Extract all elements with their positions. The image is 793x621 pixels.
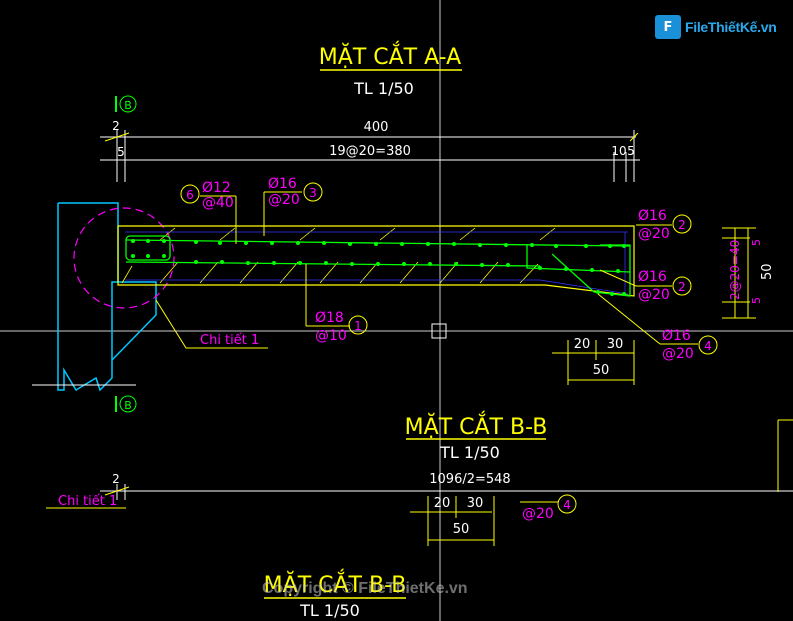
wall-outline	[57, 202, 157, 392]
section-bb-bottom-title-block: MẶT CẮT B-B TL 1/50	[264, 569, 407, 620]
dim-v-5b: 5	[750, 297, 763, 304]
right-dimensions	[722, 227, 756, 319]
slab-hatch	[121, 227, 556, 284]
marker-b-top-label: B	[124, 99, 132, 112]
dim-548: 1096/2=548	[429, 472, 510, 487]
dim-50: 50	[593, 363, 610, 378]
lower-dimensions	[100, 484, 793, 500]
callout-2a: Ø16 @20 2	[636, 208, 692, 242]
dim-30-lower: 30	[467, 496, 484, 511]
rebar-2a-spacing: @20	[638, 226, 670, 242]
section-aa-scale: TL 1/50	[353, 79, 414, 98]
section-aa-title: MẶT CẮT A-A	[319, 41, 461, 70]
detail-circle	[73, 207, 175, 309]
top-dimensions	[100, 130, 640, 182]
dim-2-lower: 2	[112, 472, 120, 486]
detail-leader	[155, 299, 268, 349]
section-marker-b-top: B	[115, 95, 137, 113]
dim-v-5a: 5	[750, 239, 763, 246]
dim-5-right: 5	[627, 144, 635, 158]
dim-2-top: 2	[112, 119, 120, 133]
rebar-6-tag: 6	[186, 188, 194, 202]
lower-right-dims	[552, 340, 635, 385]
rebar-2a-dia: Ø16	[638, 208, 667, 224]
rebar-1-tag: 1	[354, 319, 362, 333]
callout-1: Ø18 @10 1	[305, 264, 368, 344]
rebar-4-lower-spacing: @20	[522, 506, 554, 522]
dim-5-top: 5	[117, 145, 125, 159]
section-bb-scale: TL 1/50	[439, 443, 500, 462]
section-aa-title-block: MẶT CẮT A-A TL 1/50	[319, 41, 462, 98]
copyright-watermark: Copyright © FileThietKe.vn	[262, 580, 468, 597]
rebar-dots	[131, 239, 626, 296]
rebar-3-tag: 3	[309, 186, 317, 200]
slab-blue-lines	[125, 231, 629, 295]
marker-b-bottom-label: B	[124, 399, 132, 412]
section-bb-bottom-title: MẶT CẮT B-B	[264, 569, 407, 598]
lower-remnants: Chi tiết 1	[46, 419, 793, 546]
dim-v-40: 2@20=40	[728, 240, 742, 300]
dim-30: 30	[607, 337, 624, 352]
dim-380: 19@20=380	[329, 144, 411, 159]
section-bb-bottom-scale: TL 1/50	[299, 601, 360, 620]
rebar-2b-spacing: @20	[638, 287, 670, 303]
logo-badge-icon: F	[655, 15, 681, 39]
rebar-1-spacing: @10	[315, 328, 347, 344]
slab-outline	[117, 225, 635, 297]
callout-2b: Ø16 @20 2	[599, 269, 692, 303]
dim-50-lower: 50	[453, 522, 470, 537]
callout-4: Ø16 @20 4	[597, 293, 718, 362]
callout-3: Ø16 @20 3	[263, 176, 323, 236]
rebar-2b-tag: 2	[678, 280, 686, 294]
dim-20-lower: 20	[434, 496, 451, 511]
rebar-4-dia: Ø16	[662, 328, 691, 344]
rebar-2b-dia: Ø16	[638, 269, 667, 285]
detail-label: Chi tiết 1	[200, 333, 259, 348]
rebar-4-tag: 4	[704, 339, 712, 353]
rebar-6-dia: Ø12	[202, 180, 231, 196]
rebar-3-dia: Ø16	[268, 176, 297, 192]
detail-label-lower: Chi tiết 1	[58, 494, 117, 509]
rebar-3-spacing: @20	[268, 192, 300, 208]
section-marker-b-bottom: B	[115, 395, 137, 413]
logo-text: FileThiếtKế.vn	[685, 19, 777, 35]
rebar-6-spacing: @40	[202, 195, 234, 211]
dim-v-50: 50	[760, 263, 775, 280]
rebar-1-dia: Ø18	[315, 310, 344, 326]
section-bb-title: MẶT CẮT B-B	[405, 411, 548, 440]
dim-10: 10	[611, 144, 626, 158]
section-bb-title-block: MẶT CẮT B-B TL 1/50	[405, 411, 548, 462]
rebar-4-spacing: @20	[662, 346, 694, 362]
rebar-2a-tag: 2	[678, 218, 686, 232]
site-logo: F FileThiếtKế.vn	[655, 14, 777, 40]
callout-6: Ø12 @40 6	[180, 180, 237, 244]
dim-400: 400	[364, 120, 389, 135]
rebar-4-lower-tag: 4	[563, 498, 571, 512]
dim-20: 20	[574, 337, 591, 352]
